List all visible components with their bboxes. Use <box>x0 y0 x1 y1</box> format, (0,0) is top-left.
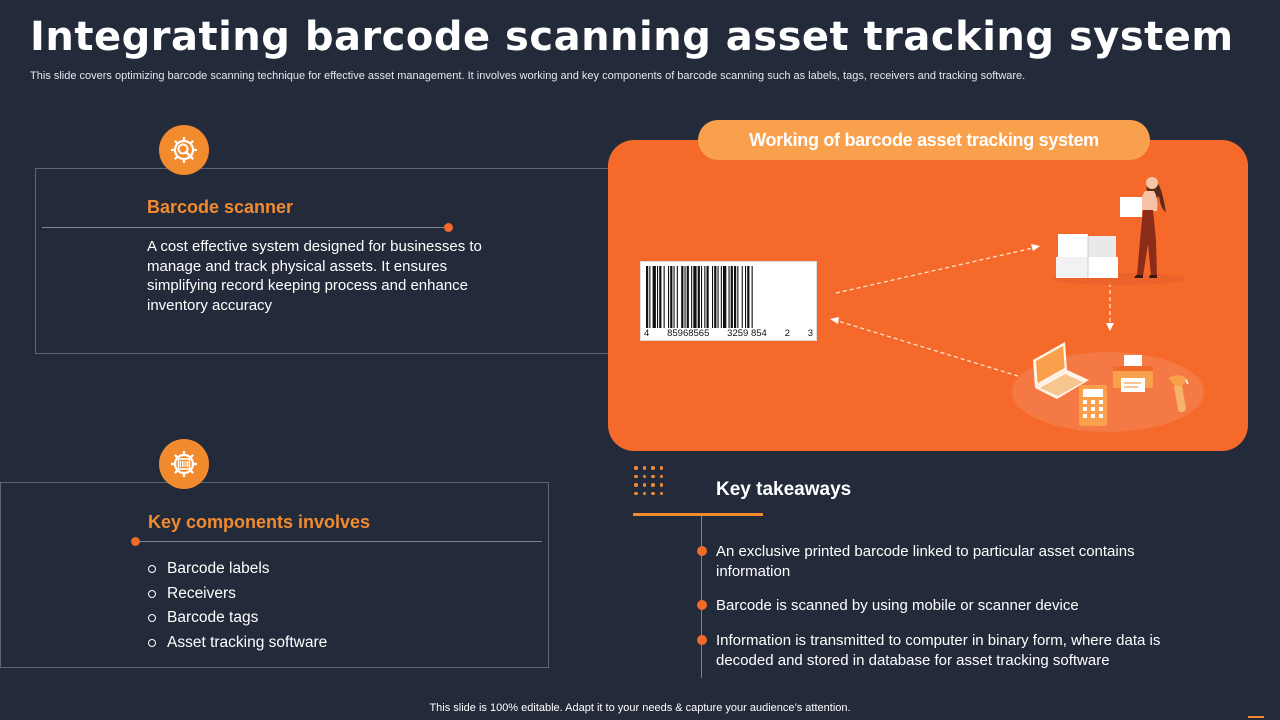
gear-barcode-icon <box>159 439 209 489</box>
list-item: Barcode tags <box>148 606 327 631</box>
corner-accent <box>1248 716 1264 718</box>
dashed-arrow-icon <box>835 244 1040 294</box>
components-divider-dot <box>131 537 140 546</box>
takeaway-item: Barcode is scanned by using mobile or sc… <box>716 597 1079 614</box>
dashed-arrow-icon <box>1106 283 1114 331</box>
key-components-list: Barcode labels Receivers Barcode tags As… <box>148 557 327 655</box>
takeaway-bullet-icon <box>697 600 707 610</box>
barcode-scanner-heading: Barcode scanner <box>147 197 294 217</box>
key-components-heading: Key components involves <box>148 512 371 532</box>
worker-person-icon <box>1120 177 1166 278</box>
takeaway-bullet-icon <box>697 635 707 645</box>
dashed-arrow-icon <box>830 317 1019 377</box>
bullet-circle-icon <box>148 614 156 623</box>
page-title: Integrating barcode scanning asset track… <box>30 14 1234 60</box>
working-title-pill: Working of barcode asset tracking system <box>698 120 1150 160</box>
list-item: Receivers <box>148 582 327 607</box>
takeaway-bullet-icon <box>697 546 707 556</box>
barcode-scanner-device-icon <box>1168 375 1189 413</box>
components-divider <box>137 541 542 542</box>
barcode-digits: 4 85968565 3259 854 2 3 <box>644 328 813 340</box>
boxes-icon <box>1056 234 1118 278</box>
list-item: Barcode labels <box>148 557 327 582</box>
list-item: Asset tracking software <box>148 631 327 656</box>
decorative-dot-grid <box>634 466 668 500</box>
barcode-bars-icon <box>646 266 753 328</box>
barcode-image: 4 85968565 3259 854 2 3 <box>640 261 817 341</box>
barcode-scanner-panel <box>35 168 610 354</box>
scanner-divider <box>42 227 448 228</box>
takeaway-item: An exclusive printed barcode linked to p… <box>716 543 1135 580</box>
key-takeaways-timeline <box>701 516 702 678</box>
page-subtitle: This slide covers optimizing barcode sca… <box>30 70 1026 82</box>
key-takeaways-underline <box>633 513 763 516</box>
key-components-panel <box>0 482 549 668</box>
asset-tracking-illustration <box>830 177 1204 432</box>
footer-note: This slide is 100% editable. Adapt it to… <box>429 702 851 714</box>
key-takeaways-heading: Key takeaways <box>716 479 852 500</box>
takeaway-item: Information is transmitted to computer i… <box>716 632 1161 669</box>
laptop-icon <box>1033 342 1089 399</box>
printer-icon <box>1113 355 1153 392</box>
bullet-circle-icon <box>148 589 156 598</box>
calculator-icon <box>1079 385 1107 426</box>
gear-magnifier-icon <box>159 125 209 175</box>
bullet-circle-icon <box>148 565 156 574</box>
bullet-circle-icon <box>148 638 156 647</box>
barcode-scanner-description: A cost effective system designed for bus… <box>147 238 482 314</box>
scanner-divider-dot <box>444 223 453 232</box>
